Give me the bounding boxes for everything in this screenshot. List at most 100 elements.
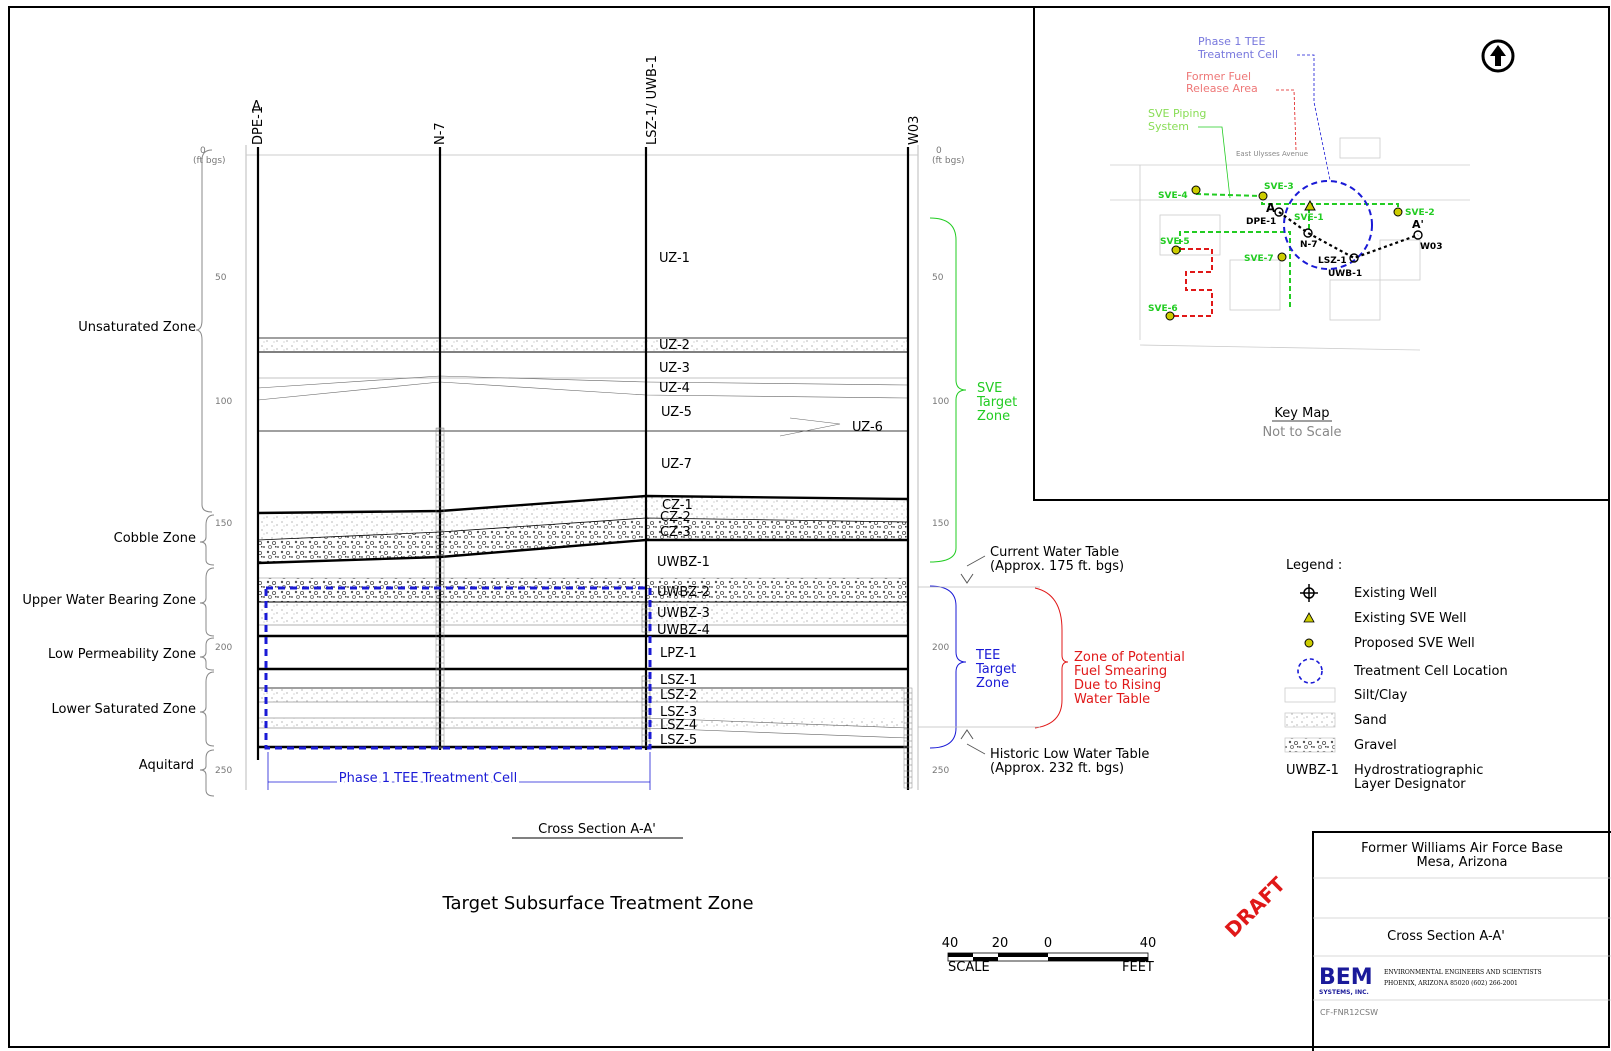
km-label-n7: N-7 (1300, 240, 1318, 250)
sand-band-lsz2 (258, 688, 908, 702)
legend-designator-line1: Hydrostratiographic (1354, 763, 1483, 778)
right-axis-tick-100: 100 (932, 397, 949, 407)
left-axis-tick-250: 250 (215, 766, 232, 776)
km-fuel-line2: Release Area (1186, 82, 1258, 95)
layer-uz7: UZ-7 (661, 457, 692, 472)
layer-uz3: UZ-3 (659, 361, 690, 376)
legend-existing-well: Existing Well (1354, 586, 1437, 601)
left-axis-tick-200: 200 (215, 643, 232, 653)
layer-lpz1: LPZ-1 (660, 646, 697, 661)
legend-proposed-sve: Proposed SVE Well (1354, 636, 1475, 651)
well-label-w03: W03 (907, 116, 922, 145)
key-map-street: East Ulysses Avenue (1236, 150, 1308, 158)
km-label-dpe1: DPE-1 (1246, 217, 1276, 227)
title-block-frame (1312, 831, 1611, 1051)
km-label-sve5: SVE-5 (1160, 237, 1190, 247)
scale-label-20: 20 (992, 936, 1009, 951)
tb-logo-sub: SYSTEMS, INC. (1319, 989, 1369, 996)
km-label-sve6: SVE-6 (1148, 304, 1178, 314)
legend-designator-code: UWBZ-1 (1286, 763, 1339, 778)
phase1-cell-label: Phase 1 TEE Treatment Cell (339, 771, 517, 786)
legend-sand: Sand (1354, 713, 1387, 728)
brace-aquitard (199, 749, 215, 797)
key-map-frame (1033, 6, 1610, 501)
km-section-line (1278, 211, 1419, 260)
layer-boundaries (257, 337, 909, 749)
km-sve-piping-line2: System (1148, 120, 1189, 133)
km-treatment-cell (1283, 180, 1373, 270)
legend-gravel: Gravel (1354, 738, 1397, 753)
km-label-uwb1: UWB-1 (1328, 269, 1362, 279)
zone-cobble: Cobble Zone (114, 531, 196, 546)
gravel-band-uwbz2 (258, 578, 908, 602)
legend: Legend : Existing Well Existing SVE Well… (1284, 558, 1508, 792)
tee-target-line3: Zone (976, 676, 1009, 691)
layer-uz6: UZ-6 (852, 420, 883, 435)
sve-target-line1: SVE (977, 381, 1002, 396)
km-label-sve4: SVE-4 (1158, 191, 1188, 201)
well-a-marker: A (252, 99, 261, 114)
scale-left-label: SCALE (948, 960, 990, 975)
km-phase1-line2: Treatment Cell (1197, 48, 1278, 61)
sand-band-lsz4 (258, 718, 908, 728)
smearing-line1: Zone of Potential (1074, 650, 1185, 665)
legend-existing-sve: Existing SVE Well (1354, 611, 1466, 626)
km-label-sve1: SVE-1 (1294, 213, 1324, 223)
well-label-n7: N-7 (433, 122, 448, 145)
current-wt-line1: Current Water Table (990, 545, 1119, 560)
historic-wt-line1: Historic Low Water Table (990, 747, 1149, 762)
phase1-cell-outline (264, 586, 652, 750)
layer-lsz4: LSZ-4 (660, 718, 697, 733)
north-arrow-icon (1481, 39, 1515, 73)
sand-band-uwbz3 (258, 603, 908, 625)
layer-uwbz1: UWBZ-1 (657, 555, 710, 570)
layer-cz2: CZ-2 (660, 510, 691, 525)
smearing-line2: Fuel Smearing (1074, 664, 1167, 679)
current-wt-line2: (Approx. 175 ft. bgs) (990, 559, 1124, 574)
layer-uz5: UZ-5 (661, 405, 692, 420)
layer-lsz2: LSZ-2 (660, 688, 697, 703)
tb-site-line1: Former Williams Air Force Base (1361, 841, 1563, 856)
left-axis-tick-100: 100 (215, 397, 232, 407)
legend-title: Legend : (1286, 558, 1342, 573)
left-axis-tick-50: 50 (215, 273, 227, 283)
km-label-a-prime: A' (1412, 218, 1424, 231)
layer-cz3: CZ-3 (660, 525, 691, 540)
layer-uz4: UZ-4 (659, 381, 690, 396)
tee-target-line1: TEE (975, 648, 1000, 663)
sheet-border (8, 6, 1610, 1048)
right-axis-tick-150: 150 (932, 519, 949, 529)
key-map-title: Key Map (1274, 406, 1329, 421)
silt-clay-swatch (1284, 687, 1336, 703)
left-axis-tick-150: 150 (215, 519, 232, 529)
zone-unsaturated: Unsaturated Zone (78, 320, 196, 335)
sve-target-line3: Zone (977, 409, 1010, 424)
km-label-w03: W03 (1420, 242, 1442, 252)
tb-firm-line2: PHOENIX, ARIZONA 85020 (602) 266-2001 (1384, 980, 1518, 987)
tee-target-line2: Target (975, 662, 1016, 677)
legend-designator-line2: Layer Designator (1354, 777, 1466, 792)
brace-sve-target (929, 217, 967, 563)
brace-tee-target (929, 585, 967, 749)
right-axis-tick-0: 0 (936, 146, 942, 156)
key-map-subtitle: Not to Scale (1262, 425, 1341, 440)
drawing-title: Target Subsurface Treatment Zone (441, 893, 753, 914)
sve-target-line2: Target (976, 395, 1017, 410)
left-axis-unit: (ft bgs) (193, 156, 226, 166)
zone-low-perm: Low Permeability Zone (48, 647, 196, 662)
tb-sheet-title: Cross Section A-A' (1387, 929, 1505, 944)
layer-uz1: UZ-1 (659, 251, 690, 266)
cross-section: 0 (ft bgs) 50 100 150 200 250 0 (ft bgs)… (22, 55, 1185, 839)
silt-band-uz2 (258, 340, 908, 352)
km-phase1-line1: Phase 1 TEE (1198, 35, 1266, 48)
zone-aquitard: Aquitard (139, 758, 194, 773)
scale-right-label: FEET (1122, 960, 1154, 975)
tb-logo: BEM (1319, 965, 1373, 990)
existing-sve-well-icon (1303, 612, 1315, 623)
tb-firm-line1: ENVIRONMENTAL ENGINEERS AND SCIENTISTS (1384, 969, 1542, 976)
layer-uz2: UZ-2 (659, 338, 690, 353)
brace-low-perm (199, 637, 215, 671)
scale-label-0: 0 (1044, 936, 1052, 951)
well-label-dpe1: DPE-1 (251, 106, 266, 145)
